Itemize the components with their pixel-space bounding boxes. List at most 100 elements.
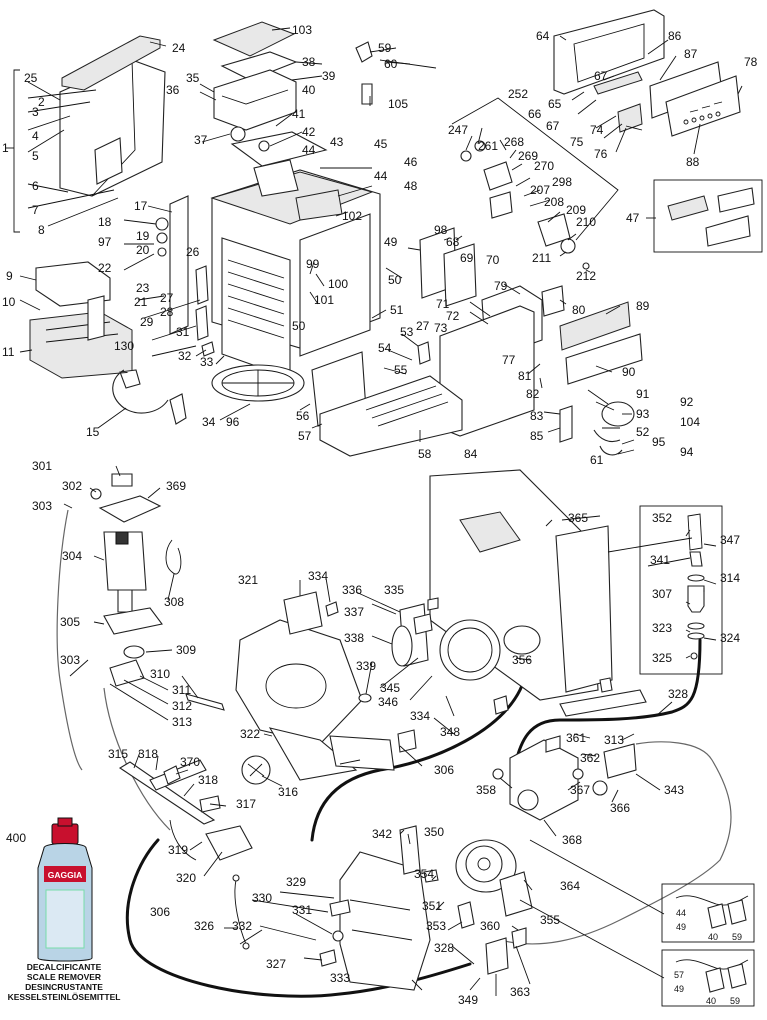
part-label: 350	[424, 825, 444, 839]
part-label: 32	[178, 349, 192, 363]
part-label: 318	[198, 773, 218, 787]
part-label: 52	[636, 425, 650, 439]
part-label: 69	[460, 251, 474, 265]
part-label: 97	[98, 235, 112, 249]
part-label: 44	[676, 908, 686, 918]
bottle-caption-3: DESINCRUSTANTE	[25, 982, 103, 992]
main-body-frame	[169, 131, 381, 402]
part-label: 325	[652, 651, 672, 665]
part-label: 56	[296, 409, 310, 423]
part-label: 354	[414, 867, 434, 881]
part-label: 40	[708, 932, 718, 942]
part-label: 270	[534, 159, 554, 173]
part-label: 328	[434, 941, 454, 955]
part-label: 15	[86, 425, 100, 439]
part-label: 83	[530, 409, 544, 423]
part-label: 41	[292, 107, 306, 121]
grinder-chute	[235, 591, 395, 785]
part-label: 68	[446, 235, 460, 249]
part-label: 316	[278, 785, 298, 799]
part-label: 84	[464, 447, 478, 461]
part-label: 67	[594, 69, 608, 83]
part-label: 61	[590, 453, 604, 467]
part-label: 60	[384, 57, 398, 71]
part-label: 370	[180, 755, 200, 769]
part-label: 29	[140, 315, 154, 329]
part-label: 91	[636, 387, 650, 401]
part-label: 360	[480, 919, 500, 933]
pump-assembly	[90, 473, 225, 711]
part-label: 356	[512, 653, 532, 667]
part-label: 49	[674, 984, 684, 994]
part-label: 80	[572, 303, 586, 317]
part-label: 27	[416, 319, 430, 333]
part-label: 333	[330, 971, 350, 985]
part-label: 88	[686, 155, 700, 169]
part-label: 247	[448, 123, 468, 137]
part-label: 352	[652, 511, 672, 525]
part-label: 46	[404, 155, 418, 169]
part-label: 338	[344, 631, 364, 645]
part-label: 39	[322, 69, 336, 83]
part-label: 77	[502, 353, 516, 367]
part-label: 268	[504, 135, 524, 149]
part-label: 24	[172, 41, 186, 55]
part-label: 317	[236, 797, 256, 811]
part-label: 102	[342, 209, 362, 223]
part-label: 90	[622, 365, 636, 379]
brew-support-group	[311, 227, 643, 457]
part-label: 400	[6, 831, 26, 845]
part-label: 303	[32, 499, 52, 513]
part-label: 43	[330, 135, 344, 149]
part-label: 367	[570, 783, 590, 797]
part-label: 10	[2, 295, 16, 309]
part-label: 11	[2, 345, 15, 359]
part-label: 318	[138, 747, 158, 761]
part-label: 95	[652, 435, 666, 449]
part-label: 104	[680, 415, 700, 429]
part-label: 72	[446, 309, 460, 323]
boiler-assembly	[232, 825, 533, 991]
part-label: 339	[356, 659, 376, 673]
part-label: 366	[610, 801, 630, 815]
bottle-brand: GAGGIA	[48, 870, 82, 880]
part-label: 22	[98, 261, 112, 275]
part-label: 92	[680, 395, 694, 409]
part-label: 343	[664, 783, 684, 797]
part-label: 315	[108, 747, 128, 761]
part-label: 301	[32, 459, 52, 473]
part-label: 327	[266, 957, 286, 971]
part-label: 49	[384, 235, 398, 249]
part-label: 78	[744, 55, 758, 69]
part-label: 313	[172, 715, 192, 729]
part-label: 210	[576, 215, 596, 229]
part-label: 329	[286, 875, 306, 889]
part-label: 321	[238, 573, 258, 587]
part-label: 36	[166, 83, 180, 97]
part-label: 49	[676, 922, 686, 932]
part-label: 79	[494, 279, 508, 293]
part-label: 335	[384, 583, 404, 597]
part-label: 369	[166, 479, 186, 493]
part-label: 336	[342, 583, 362, 597]
brew-unit-housing	[325, 469, 613, 753]
part-label: 105	[388, 97, 408, 111]
part-label: 31	[176, 325, 190, 339]
part-label: 71	[436, 297, 450, 311]
part-label: 58	[418, 447, 432, 461]
part-label: 35	[186, 71, 200, 85]
part-label: 99	[306, 257, 320, 271]
part-label: 17	[134, 199, 148, 213]
part-label: 74	[590, 123, 604, 137]
left-side-base-group	[29, 261, 187, 425]
part-label: 334	[410, 709, 430, 723]
part-label: 311	[172, 683, 191, 697]
part-label: 96	[226, 415, 240, 429]
part-label: 37	[194, 133, 208, 147]
part-label: 261	[478, 139, 498, 153]
bottle-caption-4: KESSELSTEINLÖSEMITTEL	[8, 992, 121, 1002]
part-label: 103	[292, 23, 312, 37]
part-label: 353	[426, 919, 446, 933]
inset-wiring-boxes	[519, 839, 755, 1007]
